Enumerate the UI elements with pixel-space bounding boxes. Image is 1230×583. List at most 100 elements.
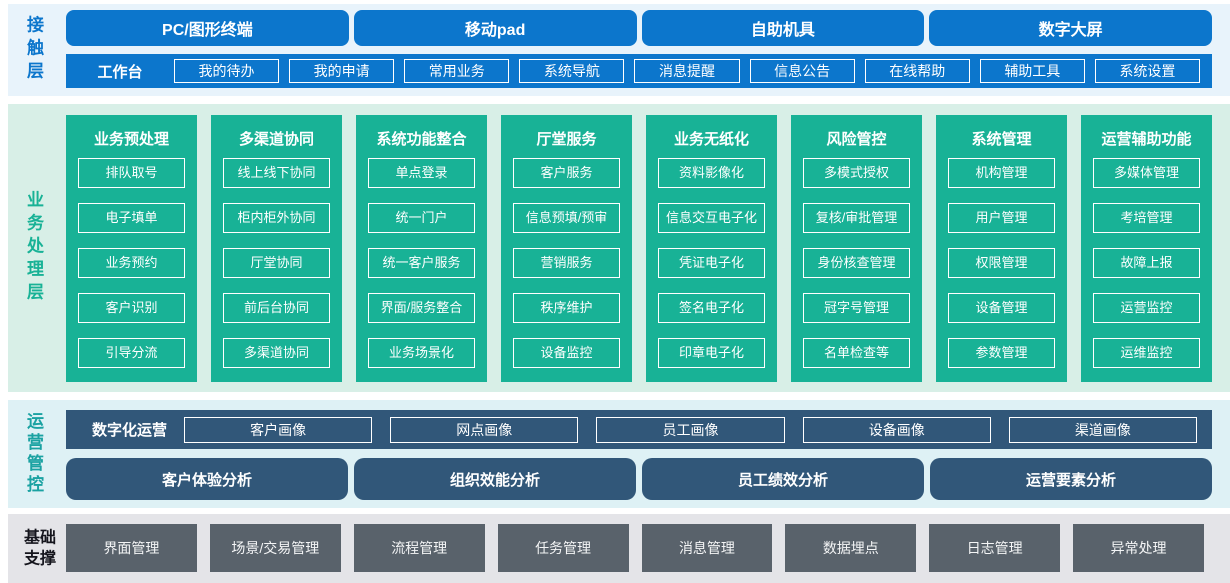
channel-pc-terminal: PC/图形终端 — [66, 10, 349, 46]
analysis-bars: 客户体验分析 组织效能分析 员工绩效分析 运营要素分析 — [66, 458, 1212, 500]
feature-box: 线上线下协同 — [223, 158, 330, 188]
feature-box: 客户服务 — [513, 158, 620, 188]
customer-portrait-box: 客户画像 — [184, 416, 373, 443]
feature-box: 客户识别 — [78, 293, 185, 323]
column-multichannel-collaboration: 多渠道协同 线上线下协同 柜内柜外协同 厅堂协同 前后台协同 多渠道协同 — [211, 115, 342, 382]
employee-portrait-box: 员工画像 — [596, 416, 785, 443]
workbench-item-my-applications: 我的申请 — [289, 59, 395, 83]
feature-box: 身份核查管理 — [803, 248, 910, 278]
workbench-bar: 工作台 我的待办 我的申请 常用业务 系统导航 消息提醒 信息公告 在线帮助 辅… — [66, 54, 1212, 88]
column-title: 运营辅助功能 — [1101, 131, 1192, 148]
feature-box: 多媒体管理 — [1093, 158, 1200, 188]
workbench-item-auxiliary-tools: 辅助工具 — [979, 59, 1085, 83]
foundation-layer-band: 基础支撑 界面管理 场景/交易管理 流程管理 任务管理 消息管理 数据埋点 日志… — [8, 514, 1230, 583]
feature-box: 单点登录 — [368, 158, 475, 188]
workbench-item-message-reminder: 消息提醒 — [634, 59, 740, 83]
workbench-label: 工作台 — [97, 63, 143, 81]
feature-box: 签名电子化 — [658, 293, 765, 323]
feature-box: 参数管理 — [948, 338, 1055, 368]
channel-row: PC/图形终端 移动pad 自助机具 数字大屏 — [66, 10, 1212, 46]
feature-box: 考培管理 — [1093, 203, 1200, 233]
workbench-item-info-announcement: 信息公告 — [749, 59, 855, 83]
feature-box: 凭证电子化 — [658, 248, 765, 278]
feature-box: 印章电子化 — [658, 338, 765, 368]
feature-box: 界面/服务整合 — [368, 293, 475, 323]
column-title: 多渠道协同 — [238, 131, 314, 148]
foundation-layer-label: 基础支撑 — [23, 528, 56, 568]
operation-factor-analysis-bar: 运营要素分析 — [930, 458, 1212, 500]
feature-box: 统一门户 — [368, 203, 475, 233]
column-title: 厅堂服务 — [536, 131, 597, 148]
foundation-items: 界面管理 场景/交易管理 流程管理 任务管理 消息管理 数据埋点 日志管理 异常… — [66, 524, 1204, 572]
feature-box: 复核/审批管理 — [803, 203, 910, 233]
business-layer-band: 业务处理层 业务预处理 排队取号 电子填单 业务预约 客户识别 引导分流 多渠道… — [8, 104, 1230, 392]
contact-layer-label: 接触层 — [24, 15, 43, 85]
feature-box: 统一客户服务 — [368, 248, 475, 278]
column-title: 风险管控 — [826, 131, 887, 148]
feature-box: 用户管理 — [948, 203, 1055, 233]
feature-box: 前后台协同 — [223, 293, 330, 323]
feature-box: 设备监控 — [513, 338, 620, 368]
feature-box: 信息交互电子化 — [658, 203, 765, 233]
organization-efficiency-analysis-bar: 组织效能分析 — [354, 458, 636, 500]
log-management-box: 日志管理 — [929, 524, 1061, 572]
workbench-item-todo: 我的待办 — [174, 59, 280, 83]
column-system-function-integration: 系统功能整合 单点登录 统一门户 统一客户服务 界面/服务整合 业务场景化 — [356, 115, 487, 382]
feature-box: 故障上报 — [1093, 248, 1200, 278]
feature-box: 排队取号 — [78, 158, 185, 188]
feature-box: 柜内柜外协同 — [223, 203, 330, 233]
exception-handling-box: 异常处理 — [1073, 524, 1204, 572]
contact-layer-band: 接触层 PC/图形终端 移动pad 自助机具 数字大屏 工作台 我的待办 我的申… — [8, 4, 1230, 96]
feature-box: 业务预约 — [78, 248, 185, 278]
feature-box: 权限管理 — [948, 248, 1055, 278]
column-title: 系统功能整合 — [376, 131, 467, 148]
feature-box: 机构管理 — [948, 158, 1055, 188]
column-lobby-service: 厅堂服务 客户服务 信息预填/预审 营销服务 秩序维护 设备监控 — [501, 115, 632, 382]
workbench-item-system-settings: 系统设置 — [1094, 59, 1200, 83]
digital-operation-bar: 数字化运营 客户画像 网点画像 员工画像 设备画像 渠道画像 — [66, 410, 1212, 449]
feature-box: 资料影像化 — [658, 158, 765, 188]
feature-box: 营销服务 — [513, 248, 620, 278]
process-management-box: 流程管理 — [353, 524, 485, 572]
feature-box: 设备管理 — [948, 293, 1055, 323]
column-system-management: 系统管理 机构管理 用户管理 权限管理 设备管理 参数管理 — [936, 115, 1067, 382]
channel-mobile-pad: 移动pad — [353, 10, 637, 46]
data-tracking-box: 数据埋点 — [785, 524, 917, 572]
column-risk-control: 风险管控 多模式授权 复核/审批管理 身份核查管理 冠字号管理 名单检查等 — [791, 115, 922, 382]
feature-box: 运营监控 — [1093, 293, 1200, 323]
ui-management-box: 界面管理 — [66, 524, 197, 572]
workbench-item-online-help: 在线帮助 — [864, 59, 970, 83]
feature-box: 信息预填/预审 — [513, 203, 620, 233]
branch-portrait-box: 网点画像 — [390, 416, 579, 443]
workbench-item-common-business: 常用业务 — [404, 59, 510, 83]
workbench-items: 我的待办 我的申请 常用业务 系统导航 消息提醒 信息公告 在线帮助 辅助工具 … — [174, 59, 1200, 83]
workbench-item-system-navigation: 系统导航 — [519, 59, 625, 83]
feature-box: 秩序维护 — [513, 293, 620, 323]
column-title: 业务无纸化 — [673, 131, 749, 148]
channel-portrait-box: 渠道画像 — [1008, 416, 1198, 443]
channel-self-service: 自助机具 — [641, 10, 925, 46]
feature-box: 多渠道协同 — [223, 338, 330, 368]
business-columns: 业务预处理 排队取号 电子填单 业务预约 客户识别 引导分流 多渠道协同 线上线… — [66, 115, 1212, 382]
message-management-box: 消息管理 — [641, 524, 773, 572]
column-title: 系统管理 — [971, 131, 1032, 148]
scene-transaction-management-box: 场景/交易管理 — [209, 524, 341, 572]
feature-box: 冠字号管理 — [803, 293, 910, 323]
feature-box: 运维监控 — [1093, 338, 1200, 368]
employee-performance-analysis-bar: 员工绩效分析 — [642, 458, 924, 500]
column-operation-auxiliary: 运营辅助功能 多媒体管理 考培管理 故障上报 运营监控 运维监控 — [1081, 115, 1212, 382]
column-title: 业务预处理 — [93, 131, 169, 148]
business-layer-label: 业务处理层 — [24, 190, 43, 306]
operation-layer-label: 运营管控 — [24, 412, 43, 496]
feature-box: 业务场景化 — [368, 338, 475, 368]
feature-box: 厅堂协同 — [223, 248, 330, 278]
task-management-box: 任务管理 — [497, 524, 629, 572]
column-business-preprocessing: 业务预处理 排队取号 电子填单 业务预约 客户识别 引导分流 — [66, 115, 197, 382]
feature-box: 名单检查等 — [803, 338, 910, 368]
device-portrait-box: 设备画像 — [802, 416, 991, 443]
customer-experience-analysis-bar: 客户体验分析 — [66, 458, 348, 500]
feature-box: 引导分流 — [78, 338, 185, 368]
channel-digital-screen: 数字大屏 — [929, 10, 1212, 46]
feature-box: 多模式授权 — [803, 158, 910, 188]
operation-layer-band: 运营管控 数字化运营 客户画像 网点画像 员工画像 设备画像 渠道画像 客户体验… — [8, 400, 1230, 508]
